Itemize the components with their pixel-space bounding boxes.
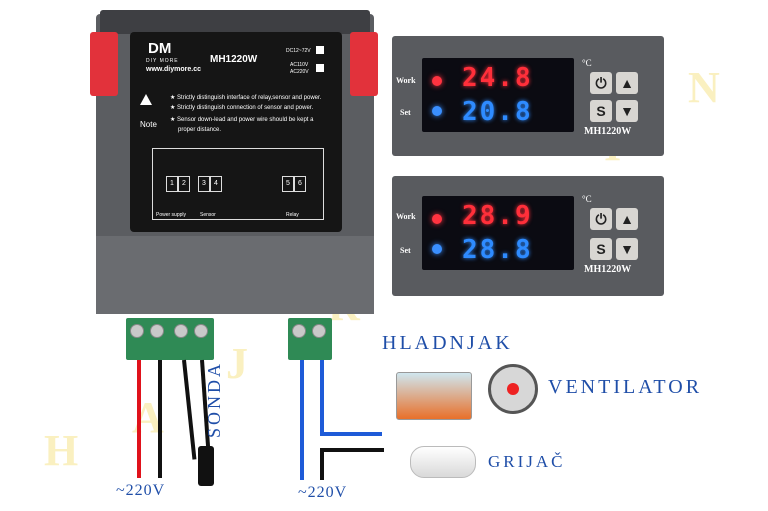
terminal-screw[interactable] (150, 324, 164, 338)
sensor-label: Sensor (200, 212, 216, 218)
work-indicator-led (432, 214, 442, 224)
blue-wire-right (320, 360, 324, 436)
live-wire (137, 360, 141, 478)
voltage-left-caption: ~220V (116, 482, 166, 499)
work-indicator-led (432, 76, 442, 86)
watermark-letter: H (44, 426, 79, 475)
power-button[interactable]: ⏻ (590, 208, 612, 230)
work-temperature: 28.9 (462, 201, 533, 231)
black-wire-branch (320, 448, 384, 452)
up-arrow-button[interactable]: ▲ (616, 72, 638, 94)
voltage-checkbox (316, 46, 324, 54)
relay-label: Relay (286, 212, 299, 218)
work-label: Work (396, 212, 416, 221)
set-button[interactable]: S (590, 238, 612, 260)
terminal-6: 6 (294, 176, 306, 192)
terminal-screw[interactable] (312, 324, 326, 338)
set-temperature: 20.8 (462, 97, 533, 127)
terminal-2: 2 (178, 176, 190, 192)
model-text: MH1220W (210, 54, 258, 65)
work-temperature: 24.8 (462, 63, 533, 93)
voltage-right-caption: ~220V (298, 484, 348, 501)
power-sensor-terminal-block (126, 318, 214, 360)
controller-panel-2: Work Set 28.9 28.8 °C ⏻ ▲ S ▼ MH1220W (392, 176, 664, 296)
ventilator-caption: VENTILATOR (548, 376, 703, 398)
set-button[interactable]: S (590, 100, 612, 122)
unit-lower-housing (96, 236, 374, 314)
grijac-caption: GRIJAČ (488, 452, 566, 471)
right-mounting-clip[interactable] (350, 32, 378, 96)
note-line: proper distance. (178, 127, 222, 133)
terminal-screw[interactable] (194, 324, 208, 338)
up-arrow-button[interactable]: ▲ (616, 208, 638, 230)
terminal-4: 4 (210, 176, 222, 192)
water-heater-icon (410, 446, 476, 478)
unit-top-bezel (100, 10, 370, 34)
note-line: ★ Strictly distinguish interface of rela… (170, 95, 322, 101)
watermark-letter: N (688, 63, 720, 112)
set-label: Set (400, 246, 411, 255)
down-arrow-button[interactable]: ▼ (616, 100, 638, 122)
neutral-wire (158, 360, 162, 478)
work-label: Work (396, 76, 416, 85)
terminal-1: 1 (166, 176, 178, 192)
fan-hub-icon (507, 383, 519, 395)
terminal-screw[interactable] (130, 324, 144, 338)
relay-terminal-block (288, 318, 332, 360)
sensor-probe (198, 446, 214, 486)
wiring-diagram (152, 148, 324, 220)
device-label: DM DIY MORE www.diymore.cc MH1220W DC12~… (130, 32, 342, 232)
brand-subtitle: DIY MORE (146, 58, 179, 64)
refrigerator-icon (396, 372, 472, 420)
brand-logo: DM (148, 40, 172, 57)
hladnjak-caption: HLADNJAK (382, 332, 513, 354)
power-supply-label: Power supply (156, 212, 187, 218)
website-text: www.diymore.cc (146, 66, 201, 73)
voltage-option: DC12~72V (286, 48, 311, 54)
power-button[interactable]: ⏻ (590, 72, 612, 94)
sonda-caption: SONDA (204, 360, 224, 438)
display-screen: 24.8 20.8 (422, 58, 574, 132)
sensor-wire (182, 359, 197, 460)
panel-model-text: MH1220W (584, 126, 632, 137)
black-wire-right (320, 448, 324, 480)
voltage-checkbox (316, 64, 324, 72)
set-label: Set (400, 108, 411, 117)
set-indicator-led (432, 244, 442, 254)
down-arrow-button[interactable]: ▼ (616, 238, 638, 260)
note-line: ★ Sensor down-lead and power wire should… (170, 117, 314, 123)
display-screen: 28.9 28.8 (422, 196, 574, 270)
left-mounting-clip[interactable] (90, 32, 118, 96)
terminal-3: 3 (198, 176, 210, 192)
terminal-screw[interactable] (174, 324, 188, 338)
note-label: Note (140, 120, 157, 129)
blue-wire-left (300, 360, 304, 480)
controller-panel-1: Work Set 24.8 20.8 °C ⏻ ▲ S ▼ MH1220W (392, 36, 664, 156)
voltage-option: AC110V (290, 62, 309, 68)
watermark-letter: J (226, 339, 248, 388)
warning-icon (140, 94, 152, 105)
terminal-screw[interactable] (292, 324, 306, 338)
fan-icon (488, 364, 538, 414)
set-temperature: 28.8 (462, 235, 533, 265)
set-indicator-led (432, 106, 442, 116)
note-line: ★ Strictly distinguish connection of sen… (170, 105, 314, 111)
celsius-unit: °C (582, 194, 592, 204)
blue-wire-branch (320, 432, 382, 436)
voltage-option: AC220V (290, 69, 309, 75)
terminal-5: 5 (282, 176, 294, 192)
panel-model-text: MH1220W (584, 264, 632, 275)
celsius-unit: °C (582, 58, 592, 68)
